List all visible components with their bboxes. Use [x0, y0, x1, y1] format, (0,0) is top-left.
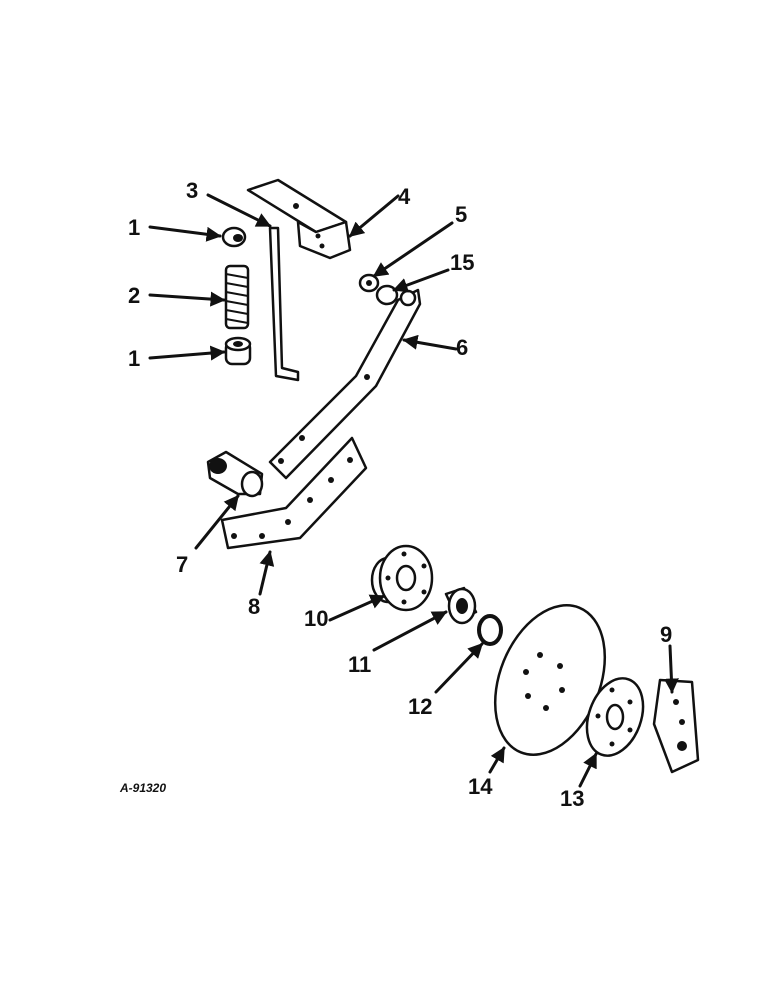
- part-5-washer: [358, 273, 380, 293]
- callout-3: 3: [186, 178, 198, 203]
- leader-lines: [148, 193, 679, 788]
- callout-5: 5: [455, 202, 467, 227]
- callout-10: 10: [304, 606, 328, 631]
- part-3-rod: [268, 226, 300, 382]
- callout-1-bottom: 1: [128, 346, 140, 371]
- callout-2: 2: [128, 283, 140, 308]
- part-12-seal: [477, 614, 503, 646]
- callout-7: 7: [176, 552, 188, 577]
- part-9-bracket: [652, 678, 700, 774]
- part-11-bearing: [444, 586, 478, 625]
- part-7-spindle: [206, 450, 264, 498]
- callout-15: 15: [450, 250, 474, 275]
- part-4-bracket: [246, 178, 352, 260]
- callout-14: 14: [468, 774, 493, 799]
- callout-11: 11: [348, 652, 371, 677]
- reference-code: A-91320: [119, 781, 166, 795]
- callout-labels: 1 2 1 3 4 5 15 6 7 8 10 11 12 14 13 9: [128, 178, 672, 811]
- part-15-bushing: [375, 284, 399, 306]
- callout-13: 13: [560, 786, 584, 811]
- part-6-arm: [268, 288, 422, 480]
- callout-8: 8: [248, 594, 260, 619]
- part-1-collar-bottom: [224, 336, 252, 366]
- part-2-spring: [224, 264, 250, 330]
- callout-1-top: 1: [128, 215, 140, 240]
- callout-12: 12: [408, 694, 432, 719]
- part-1-collar-top: [221, 226, 247, 248]
- callout-4: 4: [398, 184, 411, 209]
- part-8-strap: [220, 436, 368, 550]
- part-13-plate: [585, 677, 645, 757]
- part-10-hub: [370, 544, 434, 612]
- callout-9: 9: [660, 622, 672, 647]
- callout-6: 6: [456, 335, 468, 360]
